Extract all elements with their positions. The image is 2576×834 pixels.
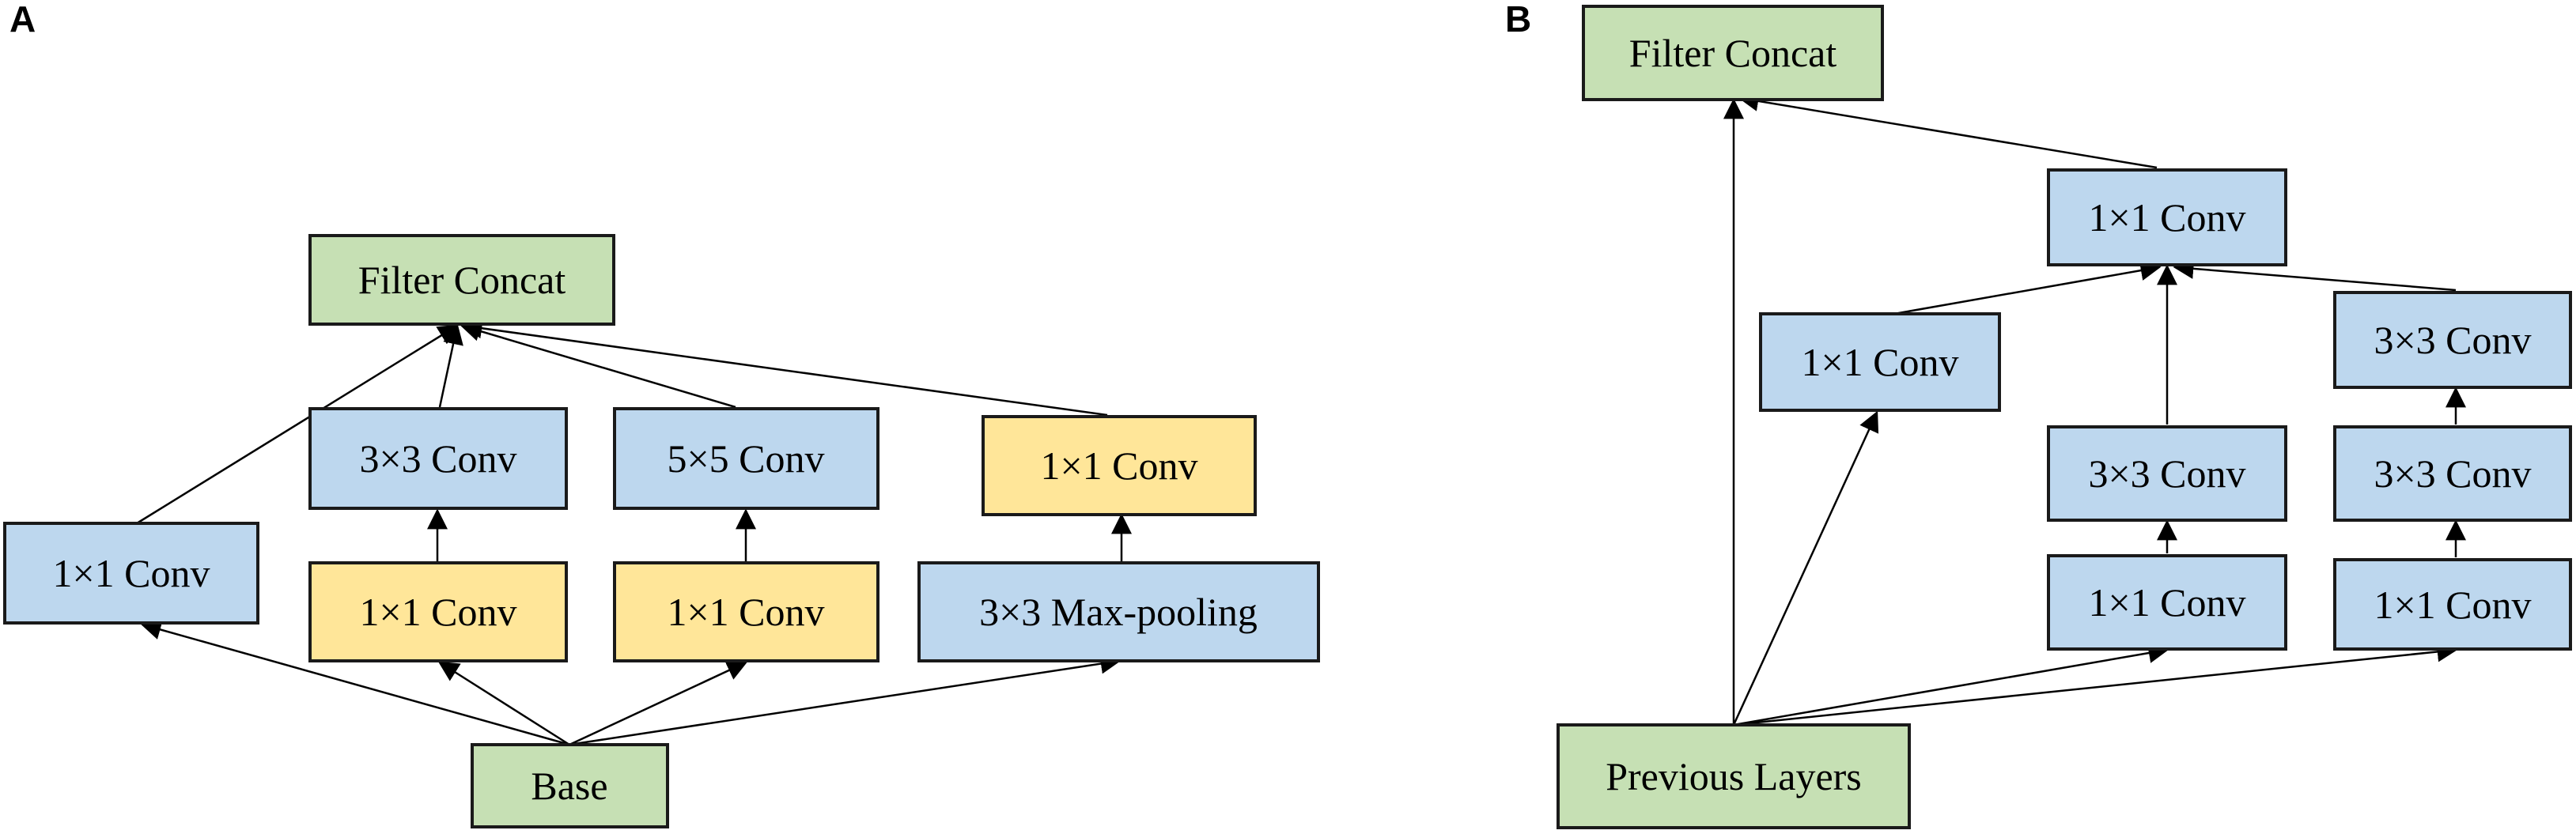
panel-b-edges — [1723, 91, 2466, 726]
panel-label-a: A — [9, 0, 36, 40]
node-label: 1×1 Conv — [1040, 443, 1197, 488]
edge-prev-to-reduce-right — [1733, 641, 2458, 726]
panel-a-edges — [136, 318, 1132, 746]
node-conv5x5-a: 5×5 Conv — [613, 407, 879, 510]
node-label: Filter Concat — [1629, 31, 1837, 75]
edge-base-to-reduce-3x3 — [437, 661, 570, 746]
node-conv3x3-right-top-b: 3×3 Conv — [2333, 291, 2572, 389]
node-conv1x1-top-b: 1×1 Conv — [2047, 168, 2287, 266]
panel-b: B Filter Concat 1×1 Conv 1×1 Conv — [1505, 0, 2572, 829]
node-label: 3×3 Conv — [2088, 451, 2245, 496]
node-conv1x1-left-b: 1×1 Conv — [1759, 312, 2001, 412]
edge-1x1-left-to-concat — [136, 324, 460, 525]
edge-1x1-left-to-1x1-top — [1893, 260, 2162, 315]
node-label: Base — [531, 764, 607, 808]
node-label: 1×1 Conv — [2088, 195, 2245, 240]
node-reduce-5x5-a: 1×1 Conv — [613, 561, 879, 662]
edge-pool-proj-to-concat — [461, 318, 1108, 417]
node-filter-concat-b: Filter Concat — [1582, 5, 1884, 101]
node-conv3x3-right-mid-b: 3×3 Conv — [2333, 425, 2572, 522]
node-label: 1×1 Conv — [2374, 583, 2531, 627]
node-label: 3×3 Conv — [359, 436, 516, 481]
edge-base-to-maxpool — [569, 653, 1122, 746]
node-label: 3×3 Conv — [2374, 318, 2531, 362]
node-reduce-right-b: 1×1 Conv — [2333, 558, 2572, 651]
node-reduce-3x3-a: 1×1 Conv — [308, 561, 568, 662]
node-label: Filter Concat — [358, 258, 566, 302]
edge-base-to-reduce-5x5 — [569, 661, 748, 746]
node-label: 1×1 Conv — [359, 590, 516, 634]
node-filter-concat-a: Filter Concat — [308, 234, 615, 326]
node-conv1x1-pool-proj-a: 1×1 Conv — [982, 415, 1257, 516]
node-maxpool-a: 3×3 Max-pooling — [917, 561, 1320, 662]
edge-base-to-1x1-left — [140, 619, 570, 746]
node-reduce-mid-b: 1×1 Conv — [2047, 554, 2287, 651]
node-conv1x1-left-a: 1×1 Conv — [3, 522, 259, 625]
node-label: 3×3 Max-pooling — [979, 590, 1258, 634]
node-conv3x3-a: 3×3 Conv — [308, 407, 568, 510]
node-base-a: Base — [471, 743, 669, 828]
edge-conv3x3-to-concat — [438, 323, 463, 408]
node-label: 5×5 Conv — [667, 436, 824, 481]
node-label: 1×1 Conv — [1801, 340, 1958, 384]
edge-1x1-top-to-concat — [1738, 91, 2158, 169]
node-label: 1×1 Conv — [667, 590, 824, 634]
edge-3x3-right-top-to-1x1-top — [2173, 258, 2457, 292]
edge-prev-to-reduce-mid — [1733, 643, 2169, 726]
node-label: 1×1 Conv — [52, 551, 210, 595]
panel-a: A Filter Concat 1×1 Conv 3×3 Conv — [3, 0, 1320, 828]
edge-conv5x5-to-concat — [460, 321, 736, 409]
panel-label-b: B — [1505, 0, 1531, 40]
edge-prev-to-1x1-left — [1732, 410, 1879, 726]
node-label: Previous Layers — [1606, 754, 1862, 798]
node-label: 3×3 Conv — [2374, 451, 2531, 496]
node-label: 1×1 Conv — [2088, 580, 2245, 625]
node-previous-layers-b: Previous Layers — [1557, 723, 1911, 829]
node-conv3x3-mid-b: 3×3 Conv — [2047, 425, 2287, 522]
